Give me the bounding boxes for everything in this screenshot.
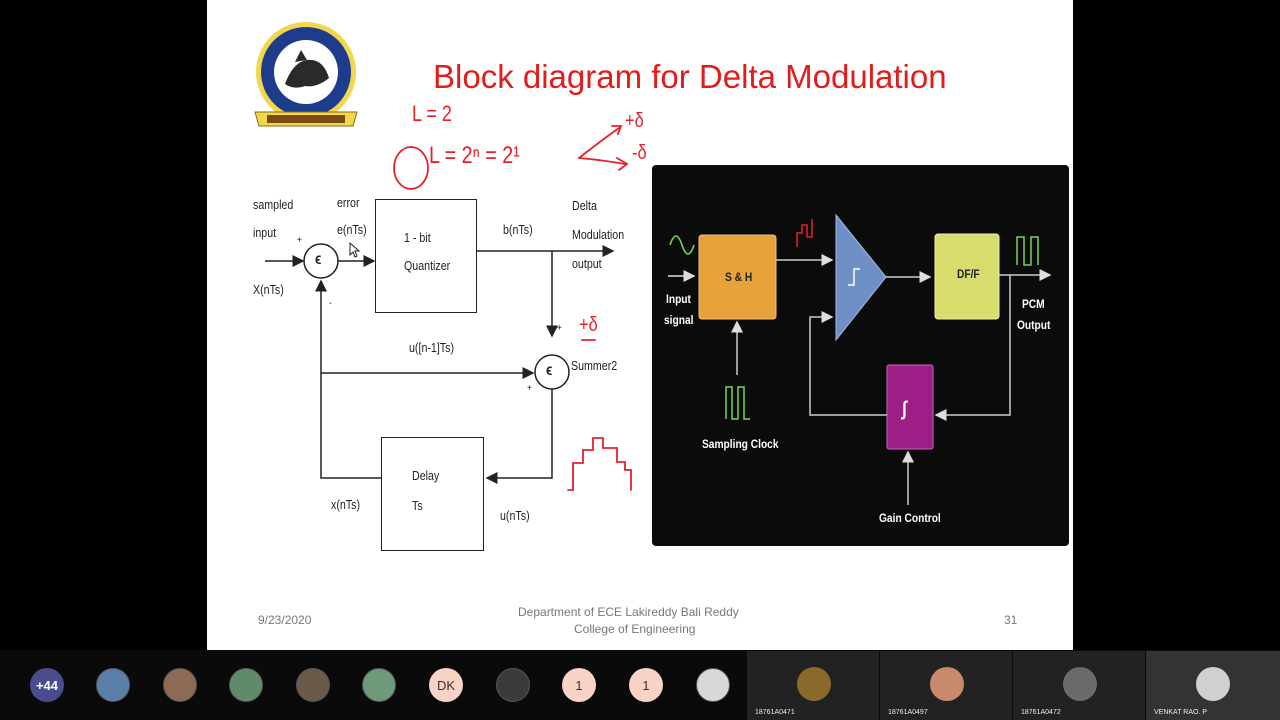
quantizer-line1: 1 - bit xyxy=(404,230,431,245)
summer1-minus: - xyxy=(329,298,332,309)
participant-photo xyxy=(930,667,964,701)
delay-line2: Ts xyxy=(412,498,423,513)
participant-tile[interactable]: 18761A0497 xyxy=(880,651,1012,720)
college-logo xyxy=(254,22,358,127)
participant-tile[interactable]: 18761A0471 xyxy=(747,651,879,720)
participant-name: 18761A0497 xyxy=(888,709,928,716)
sh-label: S & H xyxy=(725,270,753,284)
summer2-plus-left: + xyxy=(527,383,532,394)
label-x-input: X(nTs) xyxy=(253,282,284,297)
participant-avatar-initials[interactable]: 1 xyxy=(562,668,596,702)
integrator-symbol: ∫ xyxy=(902,398,907,420)
participant-tile[interactable]: VENKAT RAO. P xyxy=(1146,651,1280,720)
slide-date: 9/23/2020 xyxy=(258,613,312,627)
pcm-block-wiring xyxy=(668,213,1052,505)
participant-avatar[interactable] xyxy=(296,668,330,702)
summer1-symbol: ϵ xyxy=(315,251,322,268)
output-line2: Modulation xyxy=(572,227,625,242)
participant-name: VENKAT RAO. P xyxy=(1154,709,1208,716)
quantizer-block: 1 - bit Quantizer xyxy=(375,199,477,313)
ink-l-formula: L = 2ⁿ = 2¹ xyxy=(429,142,520,169)
participant-avatar-initials[interactable]: 1 xyxy=(629,668,663,702)
participant-photo xyxy=(1063,667,1097,701)
delay-line1: Delay xyxy=(412,468,440,483)
label-u-feedback: u(nTs) xyxy=(500,508,530,523)
ink-minus-delta: -δ xyxy=(632,142,647,164)
input-label-2: signal xyxy=(664,313,694,327)
label-input: input xyxy=(253,225,277,240)
more-participants-button[interactable]: +44 xyxy=(30,668,64,702)
output-line3: output xyxy=(572,256,602,271)
dff-label: DF/F xyxy=(957,267,980,281)
label-error: error xyxy=(337,195,360,210)
participant-avatar[interactable] xyxy=(96,668,130,702)
quantizer-line2: Quantizer xyxy=(404,258,451,273)
participant-avatar-initials[interactable]: DK xyxy=(429,668,463,702)
slide-number: 31 xyxy=(1004,613,1018,627)
participant-avatar[interactable] xyxy=(163,668,197,702)
ink-plus-delta: +δ xyxy=(625,110,644,132)
gain-control-label: Gain Control xyxy=(879,511,941,525)
summer2-plus-top: + xyxy=(557,323,562,334)
pcm-block-diagram: Input signal S & H DF/F PCM Output ∫ Sam… xyxy=(652,165,1069,546)
mouse-pointer-icon xyxy=(349,242,361,258)
participant-avatar[interactable] xyxy=(362,668,396,702)
label-error-signal: e(nTs) xyxy=(337,222,367,237)
summer2-symbol: ϵ xyxy=(546,362,553,379)
summer1-plus: + xyxy=(297,235,302,246)
department-line1: Department of ECE Lakireddy Bali Reddy xyxy=(518,605,739,619)
participant-name: 18761A0471 xyxy=(755,709,795,716)
participant-photo xyxy=(797,667,831,701)
delay-block: Delay Ts xyxy=(381,437,484,551)
participant-avatar[interactable] xyxy=(696,668,730,702)
participant-avatar[interactable] xyxy=(496,668,530,702)
label-sampled: sampled xyxy=(253,197,294,212)
label-feedback: u([n-1]Ts) xyxy=(409,340,455,355)
participant-name: 18761A0472 xyxy=(1021,709,1061,716)
slide-title: Block diagram for Delta Modulation xyxy=(433,58,947,95)
label-x-feedback: x(nTs) xyxy=(331,497,361,512)
label-b-out: b(nTs) xyxy=(503,222,533,237)
participant-avatar[interactable] xyxy=(229,668,263,702)
pcm-label-2: Output xyxy=(1017,318,1051,332)
input-label-1: Input xyxy=(666,292,691,306)
ink-l-equals: L = 2 xyxy=(412,101,452,126)
sampling-clock-label: Sampling Clock xyxy=(702,437,779,451)
participant-tile[interactable]: 18761A0472 xyxy=(1013,651,1145,720)
participant-photo xyxy=(1196,667,1230,701)
presentation-slide: Block diagram for Delta Modulation sampl… xyxy=(207,0,1073,650)
ink-summer-plus-delta: +δ xyxy=(579,314,598,336)
output-line1: Delta xyxy=(572,198,597,213)
department-line2: College of Engineering xyxy=(574,622,696,636)
pcm-label-1: PCM xyxy=(1022,297,1045,311)
label-summer2: Summer2 xyxy=(571,358,618,373)
